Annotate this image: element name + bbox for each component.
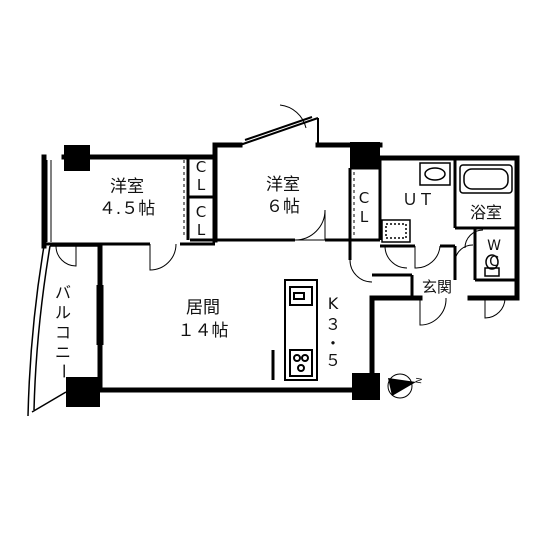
closet-2-c: C bbox=[196, 203, 206, 221]
compass-label: N bbox=[414, 377, 424, 384]
balcony-outline bbox=[27, 245, 100, 417]
interior-walls bbox=[44, 157, 517, 298]
closet-2-l: L bbox=[197, 221, 206, 239]
balcony-char-2: ル bbox=[55, 303, 71, 322]
closet-3-l: L bbox=[360, 208, 369, 226]
wc-c: C bbox=[489, 254, 499, 270]
balcony-char-4: ニ bbox=[55, 343, 71, 362]
room-label-western-2: 洋室 bbox=[266, 175, 300, 195]
kitchen-dot: ・ bbox=[325, 334, 341, 353]
balcony-char-3: コ bbox=[55, 323, 71, 342]
structural-columns bbox=[64, 142, 380, 407]
compass-icon: N bbox=[387, 373, 424, 399]
bathroom-label: 浴室 bbox=[470, 203, 502, 222]
doors bbox=[55, 104, 506, 326]
closet-1-l: L bbox=[197, 176, 206, 194]
top-sliding-door bbox=[239, 116, 319, 146]
windows bbox=[46, 160, 104, 345]
wc-w: W bbox=[487, 238, 501, 254]
balcony-char-5: ー bbox=[54, 363, 73, 379]
bathtub bbox=[459, 164, 513, 194]
room-label-living: 居間 bbox=[186, 298, 220, 318]
closet-1-c: C bbox=[196, 158, 206, 176]
toilet bbox=[484, 254, 500, 277]
kitchen-counter bbox=[271, 279, 318, 381]
closet-3-c: C bbox=[359, 189, 369, 207]
room-size-western-2: ６帖 bbox=[266, 197, 300, 217]
utility-label: ＵＴ bbox=[402, 190, 434, 209]
entrance-label: 玄関 bbox=[422, 278, 452, 296]
kitchen-3: ３ bbox=[325, 315, 341, 334]
closet-hangers bbox=[183, 160, 355, 238]
room-size-living: １４帖 bbox=[178, 321, 229, 341]
room-label-western-1: 洋室 bbox=[110, 177, 144, 197]
kitchen-k: K bbox=[328, 294, 339, 313]
room-size-western-1: ４.５帖 bbox=[99, 199, 155, 219]
washbasin bbox=[381, 162, 451, 243]
kitchen-5: ５ bbox=[325, 351, 341, 370]
balcony-char-1: バ bbox=[55, 283, 71, 302]
